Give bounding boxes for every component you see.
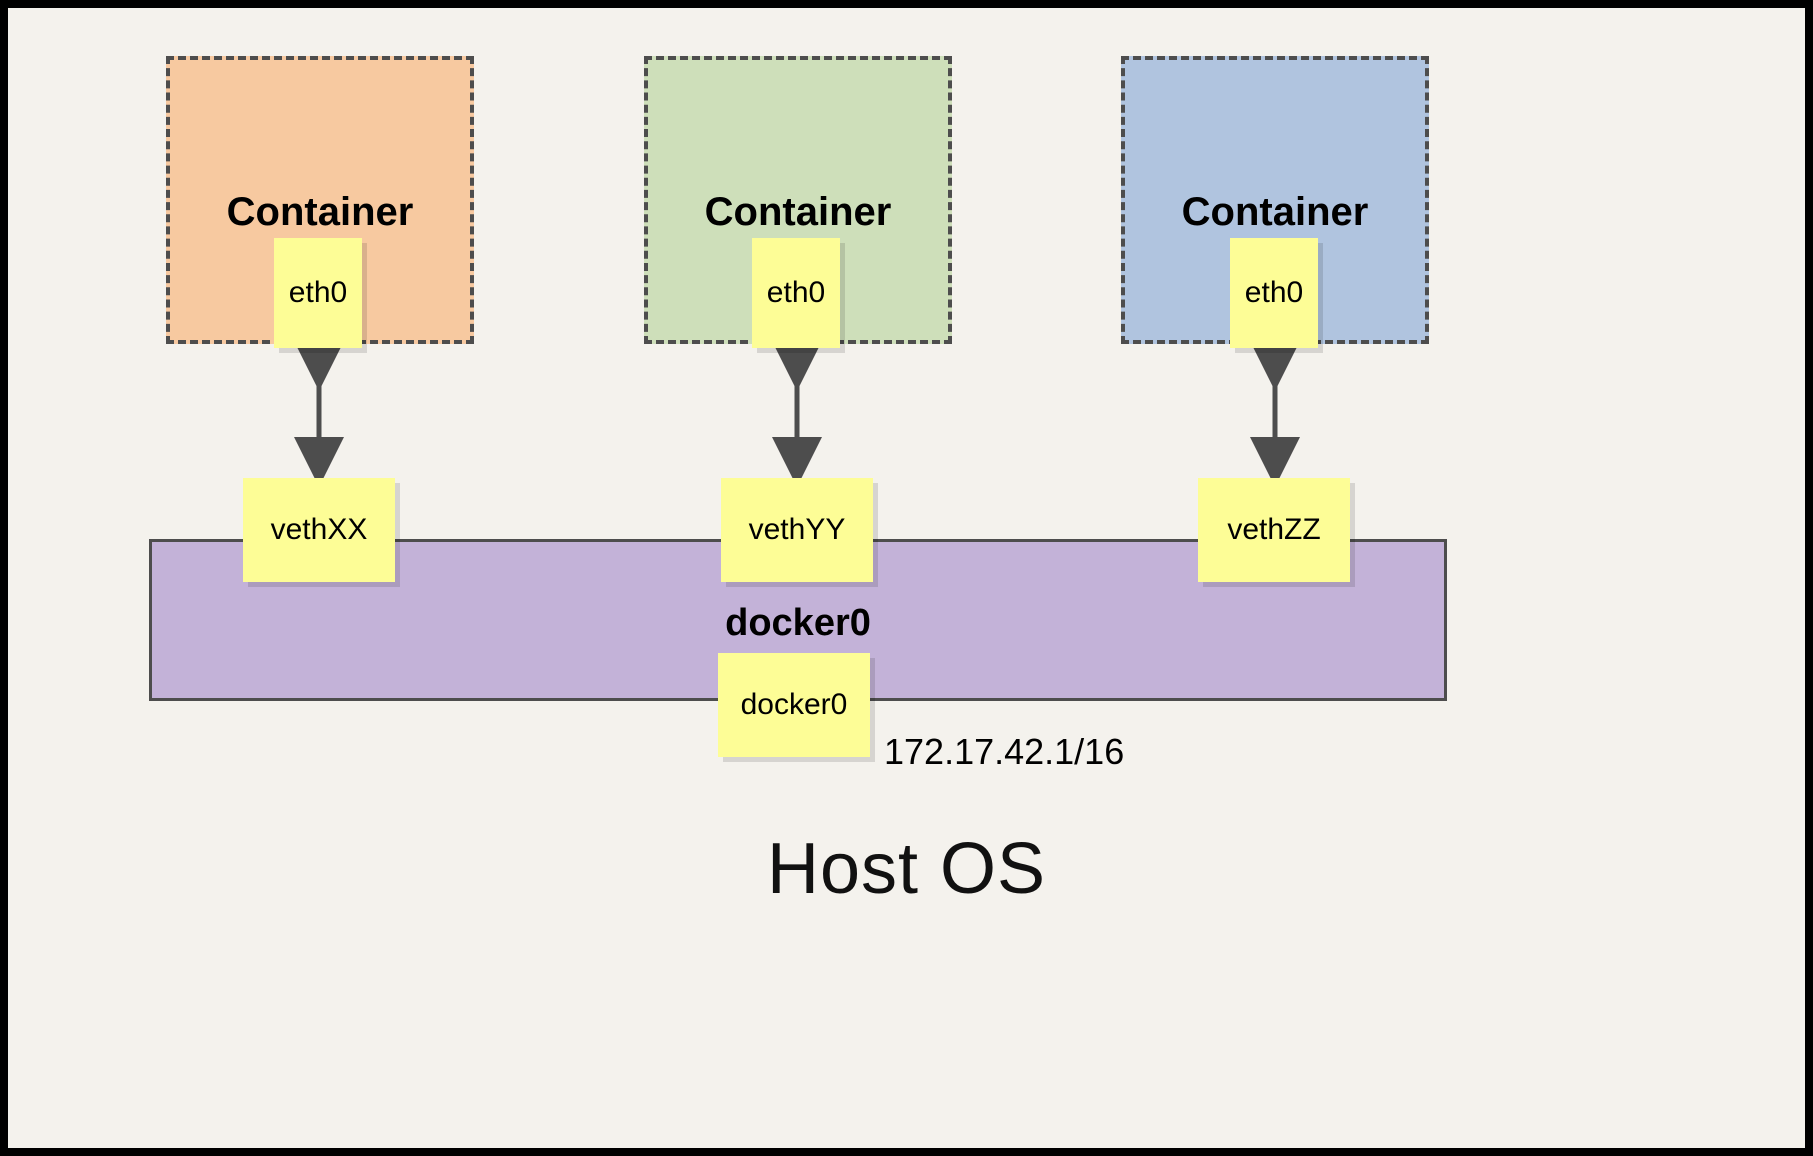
docker0-interface-box: docker0: [718, 653, 870, 757]
veth-box-2: vethYY: [721, 478, 873, 582]
eth0-interface-box-1: eth0: [274, 238, 362, 348]
link-arrow-icon-3: [1250, 344, 1300, 484]
eth0-interface-box-2: eth0: [752, 238, 840, 348]
container-title-3: Container: [1181, 190, 1369, 234]
docker0-ip-label: 172.17.42.1/16: [884, 731, 1125, 772]
veth-box-3: vethZZ: [1198, 478, 1350, 582]
docker0-bridge-label: docker0: [725, 602, 871, 644]
diagram-stage: Container eth0 Container eth0 Container …: [8, 8, 1805, 1148]
eth0-interface-box-3: eth0: [1230, 238, 1318, 348]
container-title-2: Container: [704, 190, 892, 234]
link-arrow-icon-1: [294, 344, 344, 484]
host-os-label: Host OS: [766, 829, 1047, 909]
veth-box-1: vethXX: [243, 478, 395, 582]
link-arrow-icon-2: [772, 344, 822, 484]
container-title-1: Container: [226, 190, 414, 234]
